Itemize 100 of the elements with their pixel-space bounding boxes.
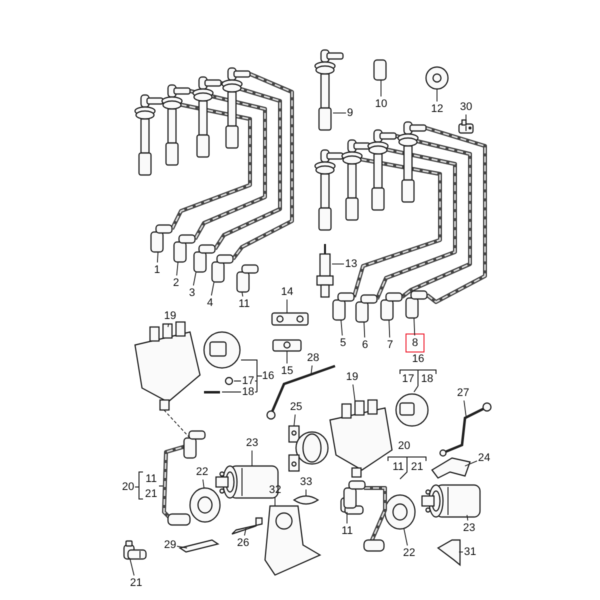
gasket-drawing xyxy=(293,495,319,505)
leader-line xyxy=(310,365,313,376)
callout-number: 20 xyxy=(398,440,410,452)
suppressor-drawing xyxy=(384,494,416,530)
leader-line xyxy=(192,272,196,286)
callout-number: 14 xyxy=(281,286,294,298)
callout-number: 33 xyxy=(300,476,312,488)
leader-line xyxy=(244,528,246,536)
callout-number: 8 xyxy=(412,336,418,350)
callout-number: 26 xyxy=(237,536,250,550)
leader-line xyxy=(404,528,408,546)
ignition-lead-drawing xyxy=(211,67,294,283)
callout-number: 16 xyxy=(262,370,274,382)
leader-line xyxy=(130,558,135,576)
ignition-coil-drawing xyxy=(421,484,481,518)
ignition-coil-drawing xyxy=(215,465,279,499)
callout-number: 11 xyxy=(238,298,250,310)
leader-line xyxy=(414,318,416,336)
rotor-drawing xyxy=(425,66,449,90)
connector-drawing xyxy=(373,59,387,81)
ignition-lead-drawing xyxy=(314,49,344,131)
ignition-lead-drawing xyxy=(192,76,282,273)
callout-number: 23 xyxy=(246,436,258,450)
callout-number: 9 xyxy=(347,106,354,120)
ignition-lead-drawing xyxy=(134,94,252,253)
mounting-plate-drawing xyxy=(264,505,322,576)
plug-boot-drawing xyxy=(123,540,147,560)
callout-number: 11 xyxy=(342,524,353,538)
callout-number: 18 xyxy=(242,386,254,398)
distributor-cap-drawing xyxy=(134,321,201,411)
callout-number: 22 xyxy=(196,466,208,478)
callout-number: 22 xyxy=(403,546,416,560)
callout-number: 19 xyxy=(164,310,176,322)
callout-number: 5 xyxy=(340,336,346,350)
leader-line xyxy=(466,514,468,521)
leader-line xyxy=(340,320,343,336)
leader-line xyxy=(156,252,158,263)
callout-number: 12 xyxy=(431,102,444,116)
leader-line xyxy=(388,320,390,338)
callout-number: 21 xyxy=(145,488,158,500)
callout-number: 1 xyxy=(154,264,160,276)
bracket-drawing xyxy=(436,539,461,566)
leader-line xyxy=(464,460,478,466)
leader-line xyxy=(286,350,288,364)
callout-number: 2 xyxy=(173,276,180,290)
leader-line xyxy=(464,400,466,416)
dashed-connection-line xyxy=(164,410,190,438)
callout-number: 11 xyxy=(146,472,157,486)
callout-number: 16 xyxy=(412,352,424,366)
clip-drawing xyxy=(271,312,309,326)
ignition-lead-drawing xyxy=(341,139,457,323)
callout-number: 31 xyxy=(464,546,476,558)
leader-line xyxy=(352,384,356,402)
distributor-cap-drawing xyxy=(329,399,393,478)
ignition-lead-drawing xyxy=(314,149,442,321)
bracket-drawing xyxy=(178,539,220,553)
callout-number: 19 xyxy=(346,370,358,384)
leader-line xyxy=(210,282,214,296)
callout-number: 21 xyxy=(411,460,424,474)
callout-number: 3 xyxy=(189,286,196,300)
ignition-lead-drawing xyxy=(397,121,487,319)
ignition-lead-drawing xyxy=(161,84,267,263)
leader-line xyxy=(364,322,366,338)
suppressor-drawing xyxy=(189,487,221,523)
clamp-drawing xyxy=(288,425,329,472)
callout-number: 25 xyxy=(290,400,302,414)
callout-number: 17 xyxy=(402,372,414,386)
leader-line xyxy=(294,414,296,426)
callout-number: 28 xyxy=(307,352,320,364)
leader-line xyxy=(242,292,244,297)
callout-number: 23 xyxy=(463,522,476,534)
leader-line xyxy=(274,497,276,506)
callout-number: 24 xyxy=(478,452,490,464)
callout-number: 10 xyxy=(375,98,388,110)
callout-number: 6 xyxy=(362,338,368,352)
leader-line xyxy=(332,112,346,114)
callout-number: 17 xyxy=(242,374,254,387)
clamp-drawing xyxy=(431,457,471,479)
leader-line xyxy=(346,512,348,524)
callout-number: 21 xyxy=(130,576,142,590)
callout-number: 29 xyxy=(164,538,176,552)
ignition-lead-drawing xyxy=(367,129,472,321)
coil-lead-drawing xyxy=(162,430,206,526)
leader-line xyxy=(168,323,170,328)
callout-number: 11 xyxy=(392,460,404,474)
callout-number: 18 xyxy=(421,372,434,386)
callout-number: 4 xyxy=(207,296,214,310)
callout-number: 27 xyxy=(457,386,470,400)
callout-number: 13 xyxy=(345,258,358,270)
callout-number: 30 xyxy=(460,100,472,114)
leader-line xyxy=(380,80,382,97)
clip-drawing xyxy=(458,119,474,134)
callout-number: 15 xyxy=(281,364,294,378)
leader-line xyxy=(286,299,288,314)
callout-number: 20 xyxy=(122,480,134,494)
clip-drawing xyxy=(272,339,302,352)
leader-line xyxy=(176,546,188,548)
plug-boot-drawing xyxy=(236,264,259,293)
bracket-drawing xyxy=(231,517,263,535)
callout-number: 7 xyxy=(387,338,394,352)
